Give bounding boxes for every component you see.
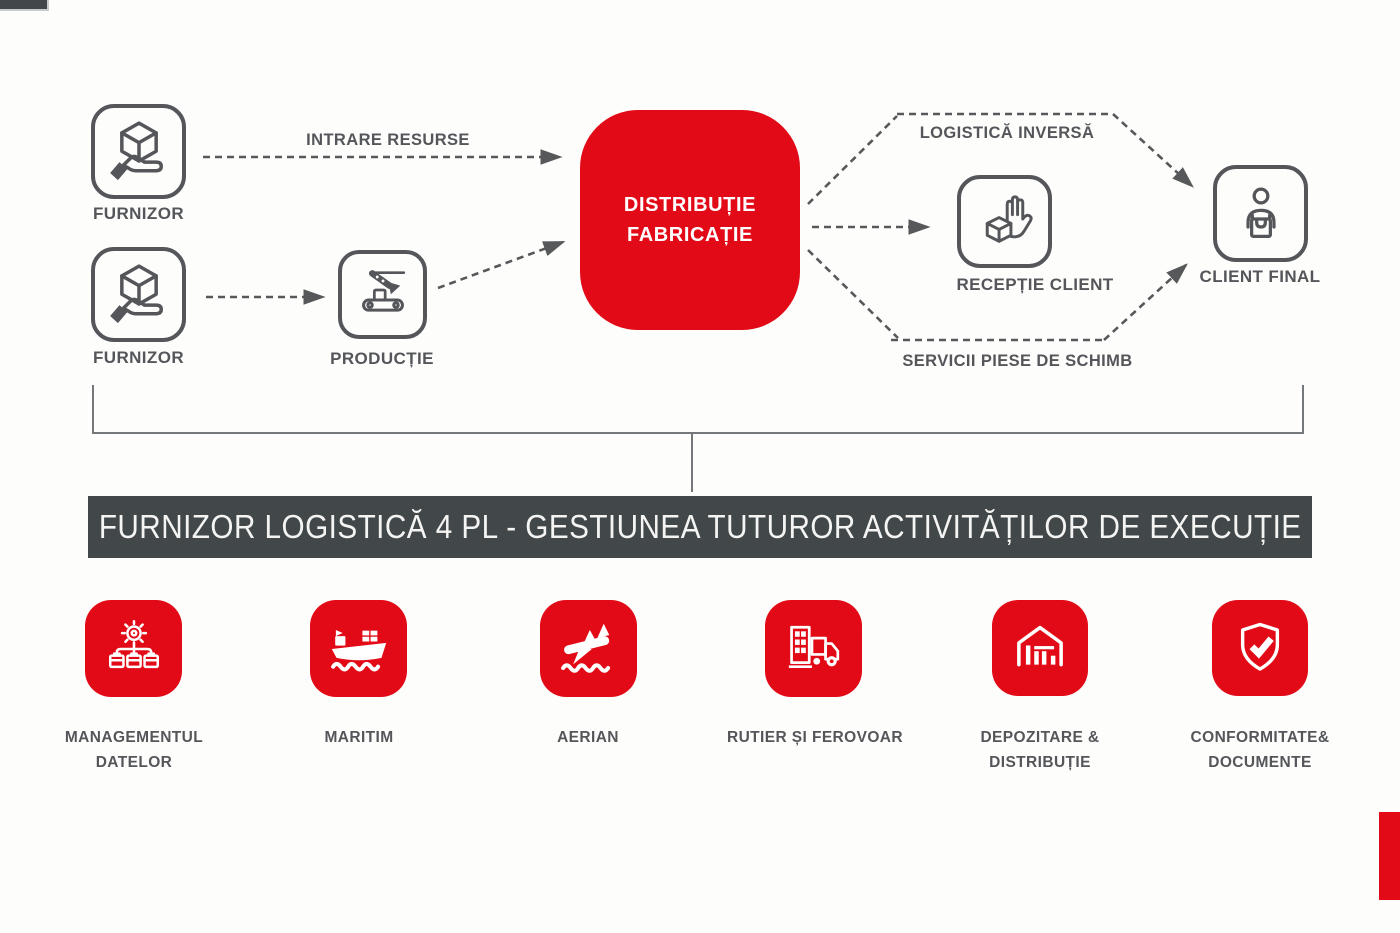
hand-box-icon bbox=[109, 263, 163, 323]
shield-check-icon bbox=[1240, 622, 1280, 671]
supplier-bottom-label: FURNIZOR bbox=[92, 348, 185, 367]
input-resources-label: INTRARE RESURSE bbox=[306, 131, 470, 149]
service-label-line: DISTRIBUȚIE bbox=[989, 754, 1091, 771]
service-label-line: MARITIM bbox=[324, 729, 394, 746]
arrow-to-final-client-top bbox=[1112, 113, 1194, 188]
arrow-production-to-distribution bbox=[437, 240, 566, 290]
service-label-line: AERIAN bbox=[557, 729, 619, 746]
service-warehousing-label: DEPOZITARE & DISTRIBUȚIE bbox=[965, 725, 1115, 775]
service-maritime bbox=[310, 600, 407, 697]
summary-bracket bbox=[92, 385, 1304, 434]
distribution-line: DISTRIBUȚIE bbox=[623, 193, 757, 216]
supplier-bottom-box bbox=[91, 247, 186, 342]
hand-box-icon bbox=[109, 120, 163, 180]
supplier-top-box bbox=[91, 104, 186, 199]
final-client-label: CLIENT FINAL bbox=[1199, 267, 1321, 286]
final-client-box bbox=[1213, 165, 1308, 262]
client-reception-label: RECEPȚIE CLIENT bbox=[956, 275, 1114, 294]
service-label-line: DEPOZITARE & bbox=[980, 729, 1100, 746]
service-air bbox=[540, 600, 637, 697]
service-compliance-label: CONFORMITATE& DOCUMENTE bbox=[1182, 725, 1338, 775]
data-management-icon bbox=[108, 619, 159, 668]
service-data-management bbox=[85, 600, 182, 697]
plane-icon bbox=[560, 623, 610, 673]
robot-arm-conveyor-icon bbox=[361, 269, 405, 312]
service-label-line: DOCUMENTE bbox=[1208, 754, 1312, 771]
truck-icon bbox=[788, 625, 839, 668]
service-warehousing bbox=[992, 600, 1088, 696]
warehouse-icon bbox=[1017, 625, 1063, 667]
client-reception-box bbox=[957, 175, 1052, 268]
service-label-line: CONFORMITATE& bbox=[1190, 729, 1330, 746]
service-maritime-label: MARITIM bbox=[296, 725, 422, 750]
4pl-banner: FURNIZOR LOGISTICĂ 4 PL - GESTIUNEA TUTU… bbox=[88, 496, 1312, 558]
top-left-accent-bar bbox=[0, 0, 49, 11]
service-road-rail bbox=[765, 600, 862, 697]
hand-receiving-box-icon bbox=[985, 194, 1033, 243]
line-spare-parts-down bbox=[807, 249, 899, 339]
service-label-line: DATELOR bbox=[95, 754, 173, 771]
service-label-line: MANAGEMENTUL bbox=[64, 729, 204, 746]
service-compliance bbox=[1212, 600, 1308, 696]
4pl-banner-text: FURNIZOR LOGISTICĂ 4 PL - GESTIUNEA TUTU… bbox=[98, 508, 1302, 545]
production-label: PRODUCȚIE bbox=[330, 349, 434, 368]
production-box bbox=[338, 250, 427, 339]
spare-parts-label: SERVICII PIESE DE SCHIMB bbox=[902, 352, 1133, 370]
service-data-management-label: MANAGEMENTUL DATELOR bbox=[59, 725, 209, 775]
ship-icon bbox=[330, 629, 386, 671]
distribution-fabrication-box: DISTRIBUȚIE FABRICAȚIE bbox=[580, 110, 800, 330]
supplier-top-label: FURNIZOR bbox=[92, 204, 185, 223]
service-air-label: AERIAN bbox=[525, 725, 651, 750]
person-with-package-icon bbox=[1245, 187, 1276, 238]
service-road-rail-label: RUTIER ȘI FEROVOAR bbox=[720, 725, 910, 750]
fabrication-line: FABRICAȚIE bbox=[627, 223, 753, 246]
bottom-right-accent-bar bbox=[1379, 812, 1400, 900]
line-reverse-logistics-up bbox=[807, 115, 898, 205]
reverse-logistics-label: LOGISTICĂ INVERSĂ bbox=[919, 124, 1095, 142]
service-label-line: RUTIER ȘI FEROVOAR bbox=[727, 729, 903, 746]
